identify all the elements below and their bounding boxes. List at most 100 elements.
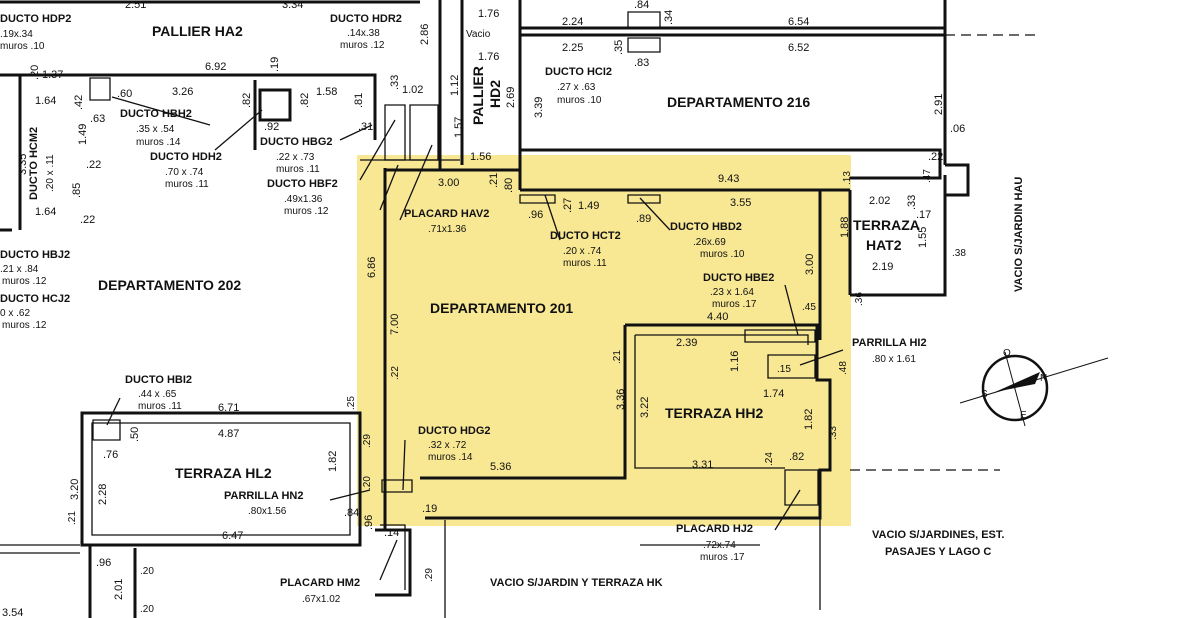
ducto-hci2-dims: .27 x .63 xyxy=(557,82,596,93)
dim: .96 xyxy=(96,557,111,569)
ducto-hbf2-muros: muros .12 xyxy=(284,206,329,217)
ducto-hbh2-dims: .35 x .54 xyxy=(136,124,175,135)
ducto-hbf2-dims: .49x1.36 xyxy=(284,194,323,205)
ducto-hbg2-dims: .22 x .73 xyxy=(276,152,315,163)
dim: .80 xyxy=(503,178,515,193)
dim: 3.55 xyxy=(730,197,751,209)
room-dept202: DEPARTAMENTO 202 xyxy=(98,277,241,293)
ducto-hcm2-dims: .20 x .11 xyxy=(45,154,56,192)
ducto-hbd2-muros: muros .10 xyxy=(700,249,745,260)
ducto-hbj2-muros: muros .12 xyxy=(2,276,47,287)
dim: 1.82 xyxy=(803,409,815,430)
ducto-hdr2-name: DUCTO HDR2 xyxy=(330,13,402,25)
dim: .34 xyxy=(663,10,675,25)
dim: 2.28 xyxy=(97,484,109,505)
room-terraza-hl2: TERRAZA HL2 xyxy=(175,465,272,481)
ducto-hdp2-name: DUCTO HDP2 xyxy=(0,13,71,25)
dim: .45 xyxy=(802,302,816,313)
dim: 2.19 xyxy=(872,261,893,273)
dim: .82 xyxy=(789,451,804,463)
dim: .20 xyxy=(140,566,154,577)
room-labels: DEPARTAMENTO 201 DEPARTAMENTO 202 DEPART… xyxy=(98,23,1025,589)
dim: 7.00 xyxy=(389,314,401,335)
compass-s: S xyxy=(981,389,988,400)
dim: 1.16 xyxy=(729,351,741,372)
ducto-hcm2-name: DUCTO HCM2 xyxy=(28,127,40,200)
dim: 2.24 xyxy=(562,16,583,28)
dim: .22 xyxy=(390,366,401,380)
dim: .76 xyxy=(103,449,118,461)
ducto-hdp2-muros: muros .10 xyxy=(0,41,45,52)
dim: .50 xyxy=(129,427,141,442)
dim: .19 xyxy=(422,503,437,515)
dim: 1.12 xyxy=(449,75,461,96)
dim: .21 xyxy=(488,173,500,188)
dim: 2.69 xyxy=(505,87,517,108)
room-dept216: DEPARTAMENTO 216 xyxy=(667,94,810,110)
walls xyxy=(0,0,1040,618)
room-terraza-hat2-line1: TERRAZA xyxy=(853,217,920,233)
room-vacio-jardines-line1: VACIO S/JARDINES, EST. xyxy=(872,529,1004,541)
dim: 1.49 xyxy=(578,200,599,212)
ducto-hbg2-name: DUCTO HBG2 xyxy=(260,136,333,148)
dim: 3.39 xyxy=(533,97,545,118)
dim: .33 xyxy=(828,426,839,440)
ducto-hdr2-muros: muros .12 xyxy=(340,40,385,51)
ducto-hdh2-name: DUCTO HDH2 xyxy=(150,151,222,163)
dim: 3.31 xyxy=(692,459,713,471)
ducto-hdh2-dims: .70 x .74 xyxy=(165,167,204,178)
dim: 5.36 xyxy=(490,461,511,473)
dim: .36 xyxy=(854,292,865,306)
dim: .63 xyxy=(90,113,105,125)
dim: .89 xyxy=(636,213,651,225)
placard-hav2-dims: .71x1.36 xyxy=(428,224,467,235)
dim: 3.00 xyxy=(438,177,459,189)
ducto-hbh2-name: DUCTO HBH2 xyxy=(120,108,192,120)
placard-hj2-name: PLACARD HJ2 xyxy=(676,523,753,535)
dim: .31 xyxy=(358,121,373,133)
dim: .22 xyxy=(80,214,95,226)
dim: .85 xyxy=(71,183,83,198)
dim: 1.49 xyxy=(77,124,89,145)
ducto-hbh2-muros: muros .14 xyxy=(136,137,181,148)
dim: 6.52 xyxy=(788,42,809,54)
dim: 2.01 xyxy=(113,579,125,600)
dim: .48 xyxy=(838,361,849,375)
dim: 4.40 xyxy=(707,311,728,323)
dim: 1.88 xyxy=(839,217,851,238)
ducto-hbj2-name: DUCTO HBJ2 xyxy=(0,249,70,261)
dim: 6.54 xyxy=(788,16,809,28)
dim: 3.34 xyxy=(282,0,303,11)
dim: .33 xyxy=(906,195,918,210)
room-pallier-ha2: PALLIER HA2 xyxy=(152,23,243,39)
dim: 2.91 xyxy=(933,94,945,115)
room-vacio-jardines-line2: PASAJES Y LAGO C xyxy=(885,546,991,558)
dim: .24 xyxy=(764,452,775,466)
dim: .21 xyxy=(67,511,78,525)
ducto-hbi2-dims: .44 x .65 xyxy=(138,389,177,400)
room-vacio-hau: VACIO S/JARDIN HAU xyxy=(1013,177,1025,292)
compass-rose: O N S E xyxy=(959,348,1109,427)
ducto-hbf2-name: DUCTO HBF2 xyxy=(267,178,338,190)
dim: 1.64 xyxy=(35,95,56,107)
dim: 6.71 xyxy=(218,402,239,414)
dim: 3.26 xyxy=(172,86,193,98)
ducto-hct2-muros: muros .11 xyxy=(563,258,607,269)
ducto-hdg2-muros: muros .14 xyxy=(428,452,473,463)
dim: 1.57 xyxy=(453,117,465,138)
ducto-hbj2-dims: .21 x .84 xyxy=(0,264,39,275)
dim: .96 xyxy=(528,209,543,221)
room-dept201: DEPARTAMENTO 201 xyxy=(430,300,573,316)
dim: .82 xyxy=(299,93,311,108)
dim: .82 xyxy=(241,93,253,108)
vacio-small: Vacio xyxy=(466,29,491,40)
room-pallier-hd2-line1: PALLIER xyxy=(470,66,486,125)
ducto-hdp2-dims: .19x.34 xyxy=(0,29,33,40)
ducto-hbg2-muros: muros .11 xyxy=(276,164,320,175)
ducto-hcj2-name: DUCTO HCJ2 xyxy=(0,293,70,305)
dim: 1.76 xyxy=(478,8,499,20)
parrilla-hn2-name: PARRILLA HN2 xyxy=(224,490,303,502)
dim: 4.87 xyxy=(218,428,239,440)
ducto-hci2-name: DUCTO HCI2 xyxy=(545,66,612,78)
ducto-hbd2-dims: .26x.69 xyxy=(693,237,726,248)
